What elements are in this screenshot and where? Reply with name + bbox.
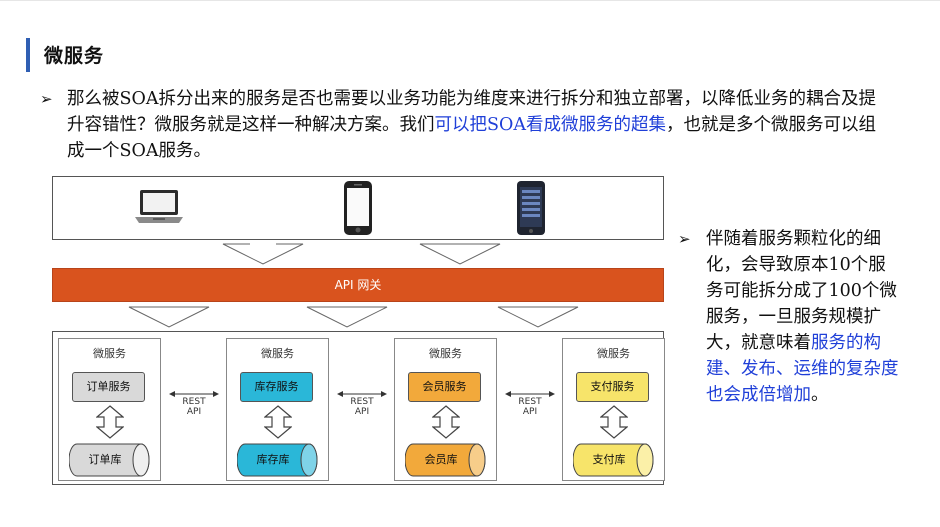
tablet-icon [517, 181, 545, 235]
database-label: 订单库 [88, 453, 122, 466]
database-label: 支付库 [592, 453, 626, 466]
laptop-icon [135, 190, 183, 223]
down-arrow-icon [222, 243, 304, 265]
intro-text: 那么被SOA拆分出来的服务是否也需要以业务功能为维度来进行拆分和独立部署，以降低… [67, 86, 885, 164]
smartphone-icon [344, 181, 372, 235]
rest-label-top: REST [518, 397, 542, 407]
intro-paragraph: ➢ 那么被SOA拆分出来的服务是否也需要以业务功能为维度来进行拆分和独立部署，以… [40, 86, 885, 164]
intro-highlight: 可以把SOA看成微服务的超集 [434, 115, 666, 135]
bullet-arrow-icon: ➢ [678, 230, 691, 248]
top-rule [0, 0, 940, 1]
microservice-title: 微服务 [429, 347, 462, 360]
title-accent-bar [26, 38, 30, 72]
payment-database: 支付库 [573, 443, 659, 477]
database-cylinder-icon [405, 443, 486, 477]
api-gateway: API 网关 [52, 268, 664, 302]
microservice-title: 微服务 [93, 347, 126, 360]
intro-text-before: 那么被SOA拆分出来的服务是否也需要以业务功能为维度来进行拆分和独立部署，以降低… [67, 89, 876, 135]
side-note: ➢ 伴随着服务颗粒化的细化，会导致原本10个服务可能拆分成了100个微服务，一旦… [678, 226, 908, 408]
down-arrow-icon [419, 243, 501, 265]
page-title: 微服务 [44, 45, 105, 67]
microservice-box-payment: 微服务 支付服务 支付库 [562, 338, 665, 481]
inventory-service: 库存服务 [240, 372, 313, 402]
side-note-text-before: 伴随着服务颗粒化的细化，会导致原本10个服务可能拆分成了100个微服务，一旦服务… [706, 229, 897, 353]
rest-connector-line [505, 391, 555, 397]
side-note-text-after: 。 [811, 385, 829, 405]
side-note-text: 伴随着服务颗粒化的细化，会导致原本10个服务可能拆分成了100个微服务，一旦服务… [706, 226, 901, 408]
rest-connector-line [169, 391, 219, 397]
rest-label-bottom: API [522, 407, 538, 417]
rest-label-bottom: API [186, 407, 202, 417]
database-cylinder-icon [573, 443, 654, 477]
microservice-box-order: 微服务 订单服务 订单库 [58, 338, 161, 481]
database-label: 库存库 [256, 453, 290, 466]
bidirectional-arrow-icon [96, 405, 124, 439]
microservice-box-inventory: 微服务 库存服务 库存库 [226, 338, 329, 481]
side-note-highlight: 服务的构建、发布、运维的复杂度也会成倍增加 [706, 333, 899, 405]
microservice-box-member: 微服务 会员服务 会员库 [394, 338, 497, 481]
bidirectional-arrow-icon [264, 405, 292, 439]
database-label: 会员库 [424, 453, 458, 466]
microservice-title: 微服务 [597, 347, 630, 360]
intro-text-after: ，也就是多个微服务可以组成一个SOA服务。 [67, 115, 876, 161]
order-database: 订单库 [69, 443, 155, 477]
member-service: 会员服务 [408, 372, 481, 402]
down-arrow-icon [497, 306, 579, 328]
down-arrow-icon [128, 306, 210, 328]
payment-service: 支付服务 [576, 372, 649, 402]
member-database: 会员库 [405, 443, 491, 477]
inventory-database: 库存库 [237, 443, 323, 477]
order-service: 订单服务 [72, 372, 145, 402]
rest-label-bottom: API [354, 407, 370, 417]
bidirectional-arrow-icon [600, 405, 628, 439]
bidirectional-arrow-icon [432, 405, 460, 439]
database-cylinder-icon [69, 443, 150, 477]
rest-connector-line [337, 391, 387, 397]
microservice-title: 微服务 [261, 347, 294, 360]
database-cylinder-icon [237, 443, 318, 477]
rest-label-top: REST [350, 397, 374, 407]
rest-label-top: REST [182, 397, 206, 407]
down-arrow-icon [306, 306, 388, 328]
bullet-arrow-icon: ➢ [40, 90, 53, 108]
